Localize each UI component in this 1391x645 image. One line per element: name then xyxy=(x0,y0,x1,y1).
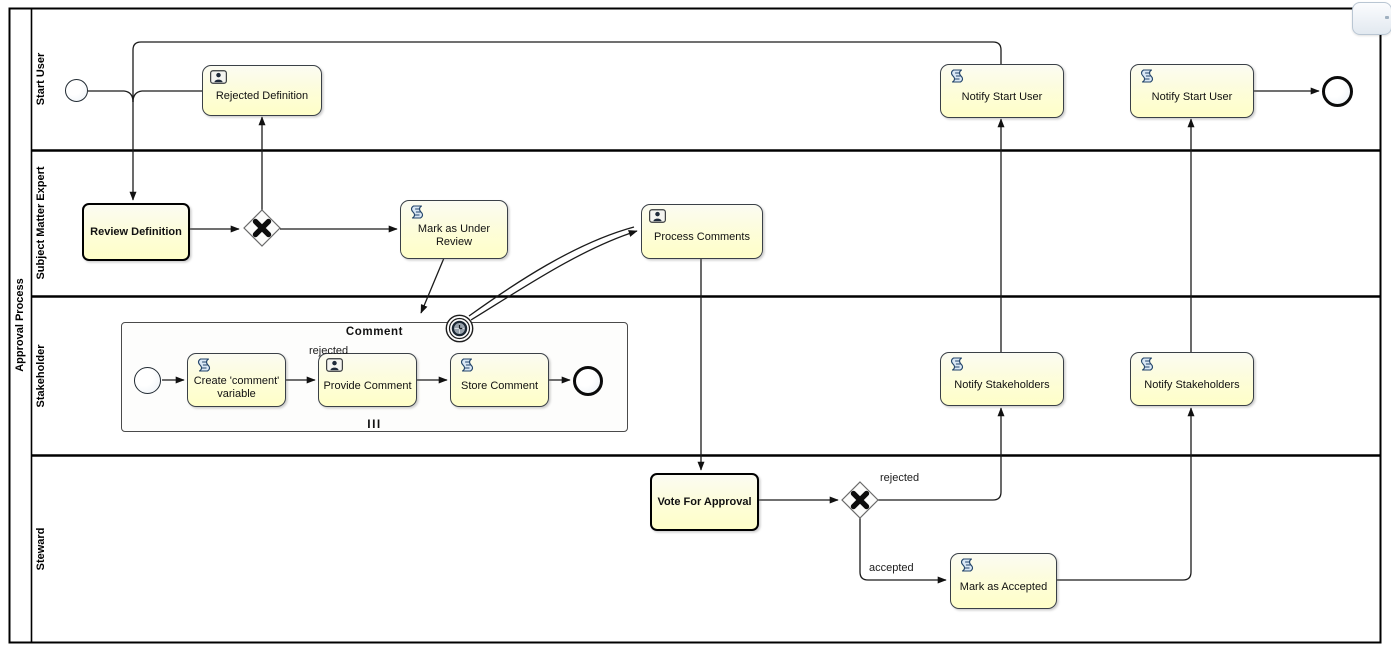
task-review-definition[interactable]: Review Definition xyxy=(82,203,190,261)
script-task-icon xyxy=(948,357,965,371)
script-task-icon xyxy=(408,205,425,219)
script-task-icon xyxy=(958,558,975,572)
task-label: Create 'comment' variable xyxy=(193,374,280,400)
task-process-comments[interactable]: Process Comments xyxy=(641,204,763,259)
exclusive-gateway-review[interactable] xyxy=(242,208,282,248)
task-notify-stakeholders-2[interactable]: Notify Stakeholders xyxy=(1130,352,1254,406)
subprocess-start-event[interactable] xyxy=(134,367,161,394)
flow-gateway-rejected-to-notifystakeholders1[interactable] xyxy=(878,407,1005,501)
script-task-icon xyxy=(195,358,212,372)
task-label: Store Comment xyxy=(460,379,539,392)
user-task-icon xyxy=(326,358,343,372)
task-notify-stakeholders-1[interactable]: Notify Stakeholders xyxy=(940,352,1064,406)
flow-markaccepted-to-notifystakeholders2[interactable] xyxy=(1055,407,1195,581)
xor-gateway-icon xyxy=(243,209,281,247)
pool-label[interactable]: Approval Process xyxy=(14,278,26,372)
user-task-icon xyxy=(210,70,227,84)
task-label: Rejected Definition xyxy=(215,90,309,102)
lane-label-stakeholder[interactable]: Stakeholder xyxy=(35,344,47,408)
flow-rejecteddef-to-review[interactable] xyxy=(132,90,202,103)
task-mark-as-under-review[interactable]: Mark as Under Review xyxy=(400,200,508,259)
script-task-icon xyxy=(948,69,965,83)
script-task-icon xyxy=(1138,69,1155,83)
flow-timer-to-processcomments-a[interactable] xyxy=(468,226,635,317)
subprocess-end-event[interactable] xyxy=(573,366,603,396)
lane-label-steward[interactable]: Steward xyxy=(35,527,47,571)
flow-gateway-accepted-to-markaccepted[interactable] xyxy=(859,518,947,584)
task-label: Mark as Under Review xyxy=(417,222,491,248)
flow-start-to-review[interactable] xyxy=(88,90,134,103)
task-store-comment[interactable]: Store Comment xyxy=(450,353,549,407)
task-label: Notify Start User xyxy=(1151,90,1233,103)
multi-instance-marker: III xyxy=(367,417,382,431)
flow-label-accepted-vote: accepted xyxy=(869,562,914,574)
lane-label-start-user[interactable]: Start User xyxy=(35,52,47,106)
task-label: Notify Stakeholders xyxy=(1144,378,1240,391)
end-event[interactable] xyxy=(1322,76,1353,107)
task-provide-comment[interactable]: Provide Comment xyxy=(318,353,417,407)
task-label: Process Comments xyxy=(654,231,750,243)
user-task-icon xyxy=(649,209,666,223)
task-vote-for-approval[interactable]: Vote For Approval xyxy=(650,473,759,531)
script-task-icon xyxy=(458,358,475,372)
task-rejected-definition[interactable]: Rejected Definition xyxy=(202,65,322,116)
script-task-icon xyxy=(1138,357,1155,371)
task-notify-start-user-2[interactable]: Notify Start User xyxy=(1130,64,1254,118)
task-label: Notify Start User xyxy=(961,90,1043,103)
timer-boundary-event[interactable] xyxy=(443,312,476,345)
side-panel-toggle[interactable] xyxy=(1352,2,1391,35)
task-label: Vote For Approval xyxy=(657,495,752,508)
task-notify-start-user-1[interactable]: Notify Start User xyxy=(940,64,1064,118)
timer-icon xyxy=(445,314,474,343)
xor-gateway-icon xyxy=(841,481,879,519)
flow-notify1-to-review[interactable] xyxy=(129,41,1002,201)
panel-handle-icon xyxy=(1385,16,1389,19)
task-label: Review Definition xyxy=(90,225,182,238)
lane-label-subject-matter-expert[interactable]: Subject Matter Expert xyxy=(35,166,47,280)
flow-label-rejected-vote: rejected xyxy=(880,472,920,484)
flow-markunderreview-to-subprocess[interactable] xyxy=(420,257,445,314)
start-event[interactable] xyxy=(65,79,88,102)
pool-border xyxy=(8,7,1382,644)
task-label: Notify Stakeholders xyxy=(954,378,1050,391)
task-label: Mark as Accepted xyxy=(959,580,1048,593)
task-create-comment-variable[interactable]: Create 'comment' variable xyxy=(187,353,286,407)
flow-timer-to-processcomments-b[interactable] xyxy=(470,230,638,321)
task-mark-as-accepted[interactable]: Mark as Accepted xyxy=(950,553,1057,609)
exclusive-gateway-vote[interactable] xyxy=(840,480,880,520)
flow-label-rejected-comment: rejected xyxy=(309,345,349,357)
task-label: Provide Comment xyxy=(323,379,412,392)
subprocess-title: Comment xyxy=(345,326,404,338)
